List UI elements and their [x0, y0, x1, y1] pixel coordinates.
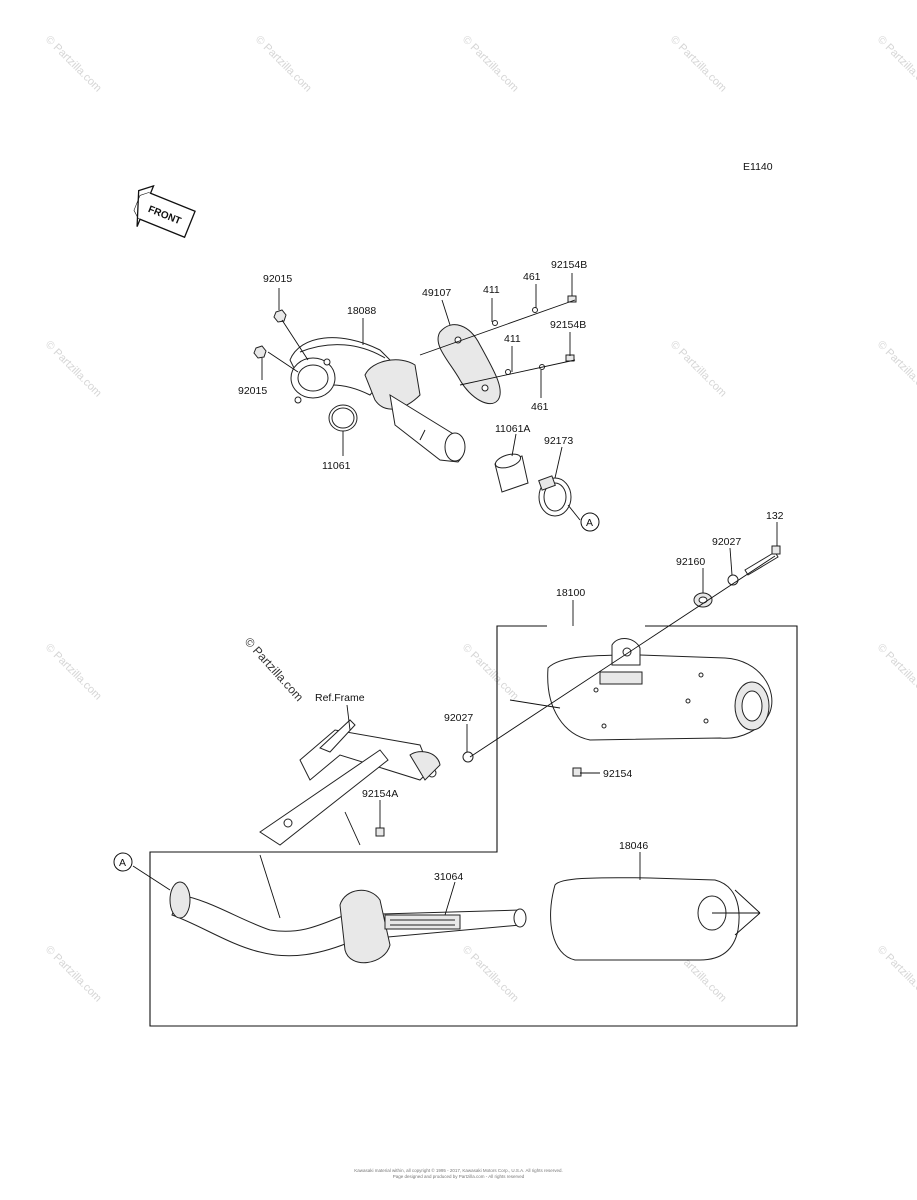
ref-frame-label: Ref.Frame	[315, 692, 365, 704]
nut-92015-top	[273, 309, 287, 323]
watermark-tiles: © Partzilla.com © Partzilla.com © Partzi…	[43, 34, 917, 1005]
clamp-92173	[538, 475, 572, 517]
watermark-tile: © Partzilla.com	[668, 34, 729, 95]
watermark-tile: © Partzilla.com	[43, 339, 104, 400]
part-label: 92027	[712, 536, 741, 548]
part-label: 49107	[422, 287, 451, 299]
watermark-tile: © Partzilla.com	[668, 339, 729, 400]
collar-11061A	[494, 453, 529, 493]
part-label: 461	[531, 401, 549, 413]
watermark-tile: © Partzilla.com	[875, 944, 917, 1005]
grommet-92160	[693, 592, 713, 608]
silencer-cover-18046	[550, 877, 761, 961]
part-label: 411	[483, 284, 500, 296]
callout-a-top: A	[580, 512, 600, 532]
nut-92015-bottom	[253, 345, 267, 359]
watermark-tile: © Partzilla.com	[875, 339, 917, 400]
part-label: 92015	[238, 385, 267, 397]
footer-line-1: Kawasaki material within, all copyright …	[354, 1168, 563, 1173]
heat-guard-49107	[437, 324, 501, 405]
callout-a-bottom: A	[113, 852, 133, 872]
part-label: 411	[504, 333, 521, 345]
bolt-92154	[572, 767, 582, 777]
subframe-ref	[259, 719, 441, 846]
callout-a-label: A	[119, 857, 126, 869]
watermark-tile: © Partzilla.com	[875, 34, 917, 95]
watermark-tile: © Partzilla.com	[43, 34, 104, 95]
part-label: 92160	[676, 556, 705, 568]
part-label: 92173	[544, 435, 573, 447]
part-label: 92154B	[550, 319, 586, 331]
watermark-tile: © Partzilla.com	[460, 944, 521, 1005]
part-label: 132	[766, 510, 784, 522]
part-label: 92154A	[362, 788, 398, 800]
leader-lines	[132, 273, 778, 919]
part-labels: 92015 92015 18088 49107 411 461 92154B 4…	[238, 259, 784, 883]
footer: Kawasaki material within, all copyright …	[0, 1168, 917, 1180]
part-label: 92154	[603, 768, 632, 780]
gasket-11061-inner	[331, 407, 355, 429]
part-label: 31064	[434, 871, 463, 883]
part-label: 18088	[347, 305, 376, 317]
watermark-tile: © Partzilla.com	[253, 34, 314, 95]
pipe-31064	[169, 881, 527, 964]
part-label: 18046	[619, 840, 648, 852]
bolt-92154A	[375, 827, 385, 837]
assembly-frame-upper	[149, 625, 798, 1027]
diagram-code: E1140	[743, 161, 773, 173]
watermark-tile: © Partzilla.com	[460, 34, 521, 95]
footer-line-2: Page designed and produced by Partzilla.…	[392, 1174, 525, 1179]
part-label: 11061	[322, 460, 351, 472]
callout-a-label: A	[586, 517, 593, 529]
silencer-18100	[509, 638, 773, 741]
part-label: 461	[523, 271, 541, 283]
watermark-tile: © Partzilla.com	[43, 944, 104, 1005]
header-pipe-18088	[289, 337, 466, 463]
washer-92027-mid	[462, 751, 474, 763]
part-label: 92015	[263, 273, 292, 285]
watermark-main: © Partzilla.com	[242, 635, 307, 704]
bolt-132	[744, 545, 781, 576]
watermark-tile: © Partzilla.com	[875, 642, 917, 703]
part-label: 92027	[444, 712, 473, 724]
watermark-tile: © Partzilla.com	[43, 642, 104, 703]
part-label: 92154B	[551, 259, 587, 271]
watermark-tile: © Partzilla.com	[460, 642, 521, 703]
front-arrow-icon: FRONT	[133, 184, 196, 239]
part-label: 18100	[556, 587, 585, 599]
part-label: 11061A	[495, 423, 530, 435]
